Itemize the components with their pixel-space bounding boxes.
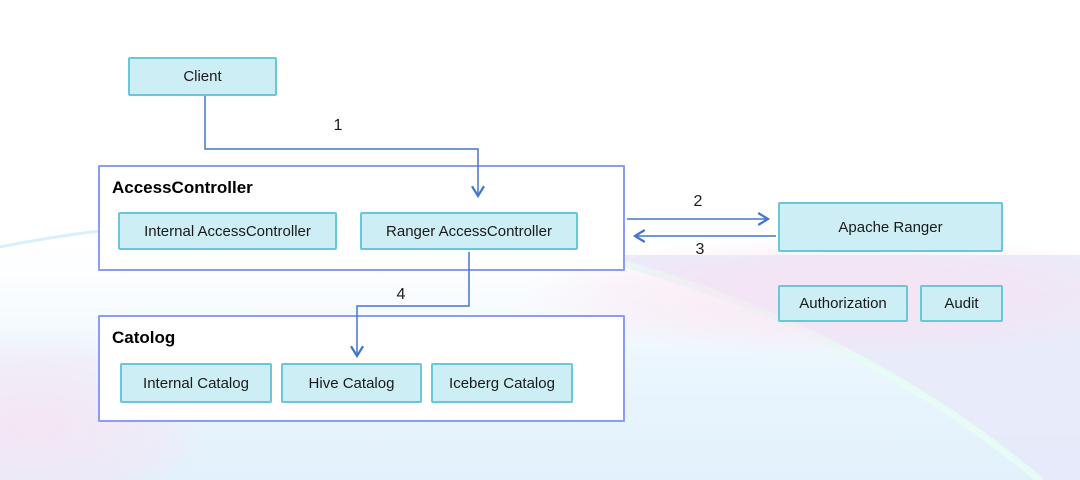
node-apache-ranger: Apache Ranger [778, 202, 1003, 252]
node-hive-catalog-label: Hive Catalog [308, 374, 395, 392]
node-internal-access-controller-label: Internal AccessController [144, 222, 311, 240]
node-apache-ranger-label: Apache Ranger [838, 218, 943, 236]
node-ranger-access-controller-label: Ranger AccessController [386, 222, 552, 240]
node-iceberg-catalog: Iceberg Catalog [431, 363, 573, 403]
node-authorization: Authorization [778, 285, 908, 322]
node-audit: Audit [920, 285, 1003, 322]
node-internal-access-controller: Internal AccessController [118, 212, 337, 250]
edge-label-4: 4 [396, 286, 406, 303]
node-authorization-label: Authorization [799, 295, 887, 312]
node-ranger-access-controller: Ranger AccessController [360, 212, 578, 250]
node-client: Client [128, 57, 277, 96]
node-client-label: Client [183, 68, 222, 85]
node-internal-catalog-label: Internal Catalog [143, 374, 249, 392]
node-audit-label: Audit [944, 295, 979, 312]
arrow-4-controller-to-hive-catalog [350, 252, 470, 359]
node-hive-catalog: Hive Catalog [281, 363, 422, 403]
group-catalog-title: Catolog [112, 328, 176, 347]
group-access-controller-title: AccessController [112, 178, 253, 197]
node-iceberg-catalog-label: Iceberg Catalog [449, 374, 555, 392]
edge-label-1: 1 [333, 117, 343, 134]
edge-label-2: 2 [693, 193, 703, 210]
arrow-1-client-to-ranger-access-controller [204, 96, 485, 199]
edge-label-3: 3 [695, 241, 705, 258]
node-internal-catalog: Internal Catalog [120, 363, 272, 403]
